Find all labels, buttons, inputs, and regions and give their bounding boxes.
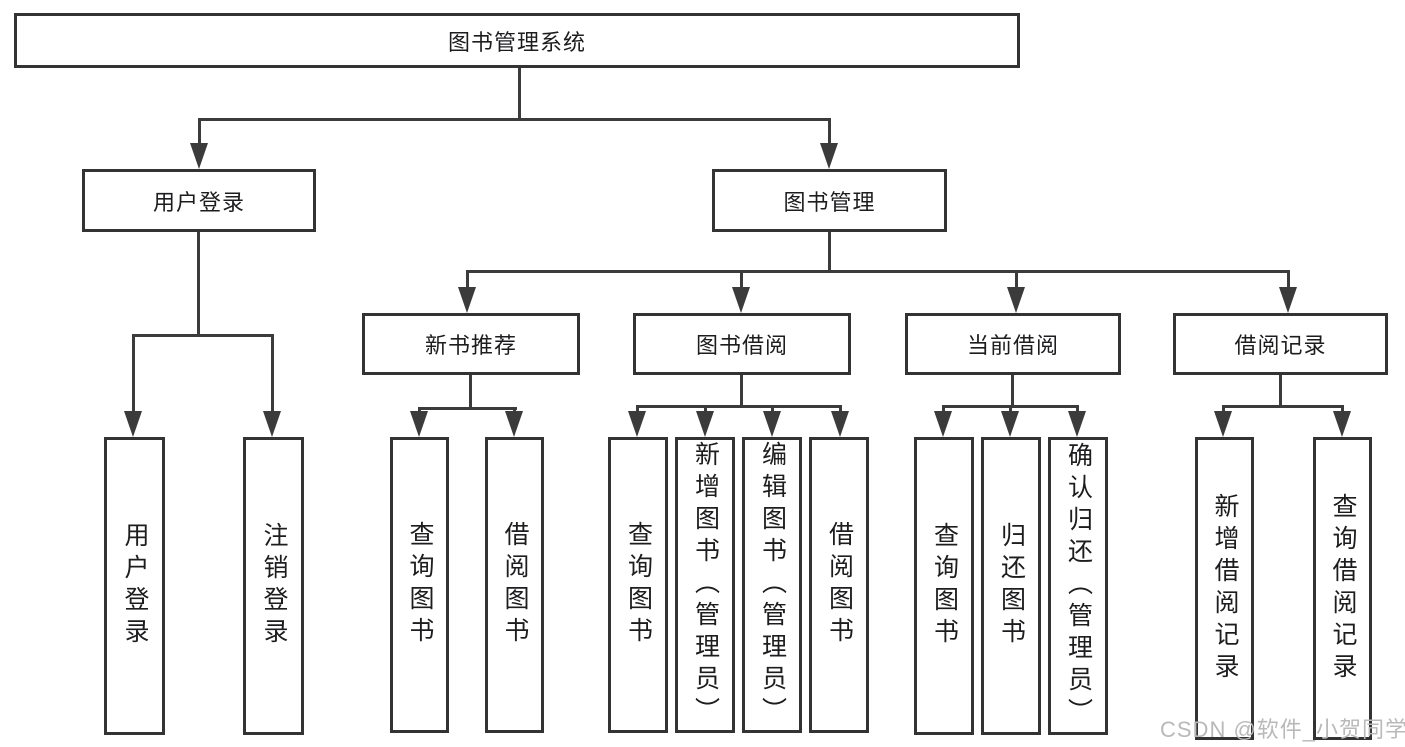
arrow-down-icon: [732, 287, 750, 313]
connector-line: [132, 336, 135, 413]
leaf-query-books-recommend: 查询图书: [390, 437, 449, 733]
arrow-down-icon: [263, 411, 281, 437]
node-library-system: 图书管理系统: [14, 13, 1020, 68]
connector-line: [942, 405, 1079, 408]
connector-line: [198, 120, 201, 145]
connector-line: [197, 232, 200, 336]
leaf-query-borrow-record: 查询借阅记录: [1313, 437, 1372, 740]
connector-line: [636, 407, 639, 413]
arrow-down-icon: [1068, 411, 1086, 437]
connector-line: [1009, 407, 1012, 413]
node-book-borrowing: 图书借阅: [633, 313, 851, 375]
connector-line: [740, 375, 743, 407]
leaf-borrow-books-recommend: 借阅图书: [485, 437, 544, 733]
connector-line: [1279, 375, 1282, 407]
leaf-borrow-books-borrowing: 借阅图书: [809, 437, 869, 733]
connector-line: [942, 407, 945, 413]
node-borrow-records: 借阅记录: [1173, 313, 1388, 375]
arrow-down-icon: [628, 411, 646, 437]
arrow-down-icon: [696, 411, 714, 437]
connector-line: [198, 118, 831, 121]
arrow-down-icon: [458, 287, 476, 313]
arrow-down-icon: [190, 143, 208, 169]
connector-line: [1222, 405, 1344, 408]
connector-line: [1011, 375, 1014, 407]
watermark: CSDN @软件_小贺同学: [1160, 717, 1405, 742]
arrow-down-icon: [820, 143, 838, 169]
node-user-login: 用户登录: [82, 169, 316, 232]
leaf-return-books: 归还图书: [981, 437, 1041, 735]
connector-line: [466, 272, 469, 289]
connector-line: [1341, 407, 1344, 413]
arrow-down-icon: [1214, 411, 1232, 437]
node-book-management: 图书管理: [712, 169, 947, 232]
connector-line: [1287, 272, 1290, 289]
arrow-down-icon: [934, 411, 952, 437]
arrow-down-icon: [410, 411, 428, 437]
connector-line: [271, 336, 274, 413]
connector-line: [469, 375, 472, 409]
leaf-add-books-admin: 新增图书（管理员）: [675, 437, 735, 733]
leaf-logout: 注销登录: [243, 437, 304, 735]
connector-line: [636, 405, 842, 408]
node-new-book-recommend: 新书推荐: [362, 313, 580, 375]
arrow-down-icon: [124, 411, 142, 437]
leaf-user-login: 用户登录: [104, 437, 165, 735]
leaf-query-books-borrowing: 查询图书: [608, 437, 668, 733]
arrow-down-icon: [1279, 287, 1297, 313]
arrow-down-icon: [1007, 287, 1025, 313]
connector-line: [828, 232, 831, 272]
connector-line: [828, 120, 831, 145]
connector-line: [740, 272, 743, 289]
node-current-borrowing: 当前借阅: [905, 313, 1121, 375]
leaf-query-books-current: 查询图书: [914, 437, 974, 735]
leaf-edit-books-admin: 编辑图书（管理员）: [742, 437, 802, 733]
connector-line: [418, 407, 517, 410]
arrow-down-icon: [505, 411, 523, 437]
leaf-add-borrow-record: 新增借阅记录: [1195, 437, 1254, 740]
connector-line: [839, 407, 842, 413]
connector-line: [704, 407, 707, 413]
arrow-down-icon: [831, 411, 849, 437]
connector-line: [518, 68, 521, 120]
arrow-down-icon: [1001, 411, 1019, 437]
connector-line: [1015, 272, 1018, 289]
arrow-down-icon: [1333, 411, 1351, 437]
connector-line: [466, 270, 1290, 273]
arrow-down-icon: [763, 411, 781, 437]
connector-line: [771, 407, 774, 413]
leaf-confirm-return-admin: 确认归还（管理员）: [1048, 437, 1108, 735]
connector-line: [1076, 407, 1079, 413]
connector-line: [1222, 407, 1225, 413]
connector-line: [132, 334, 274, 337]
